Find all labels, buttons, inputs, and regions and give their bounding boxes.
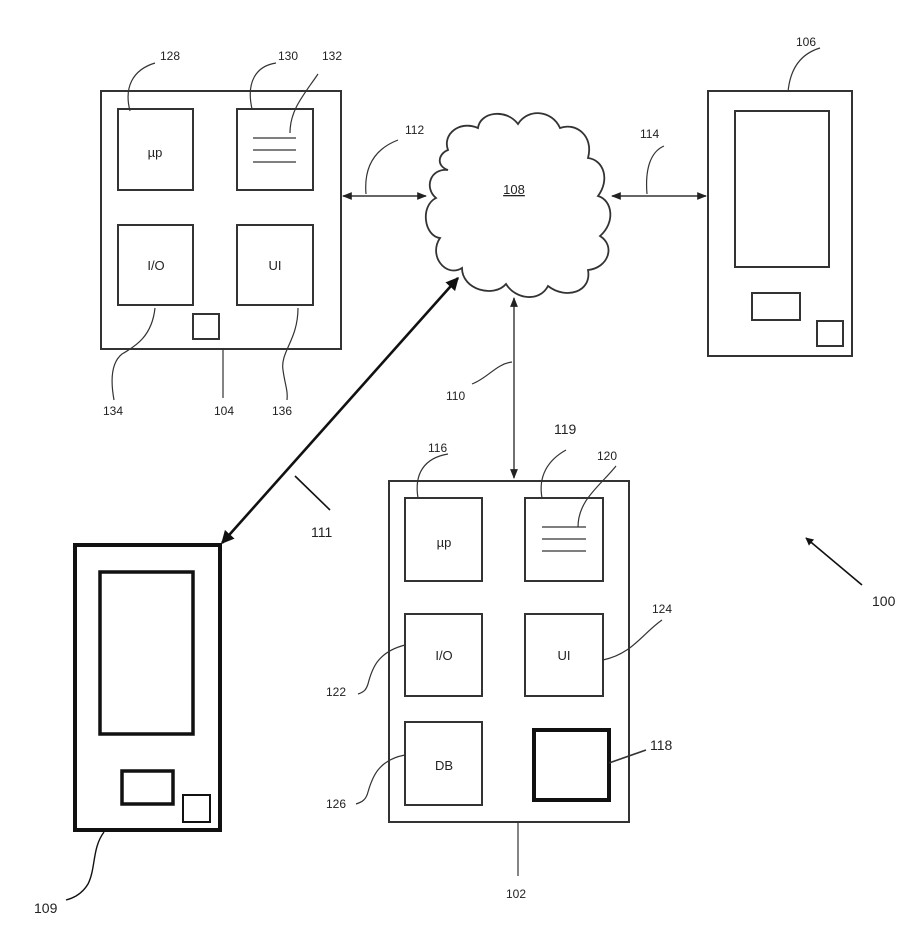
leader-112 [366,140,398,194]
server-cpu-text: µp [437,535,452,550]
device-b-screen [735,111,829,267]
network-cloud: 108 [426,113,611,297]
label-111: 111 [311,524,332,540]
label-124: 124 [652,602,672,616]
client-a-io-text: I/O [147,258,164,273]
client-a-device: µp I/O UI [101,91,341,349]
client-a-ui-text: UI [269,258,282,273]
device-b-small-square [817,321,843,346]
label-110: 110 [446,389,465,403]
client-a-cpu-text: µp [148,145,163,160]
server-device: µp I/O UI DB [389,481,629,822]
device-c-screen [100,572,193,734]
label-134: 134 [103,404,123,418]
label-122: 122 [326,685,346,699]
device-c-small-square [183,795,210,822]
leader-114 [647,146,664,194]
device-b [708,91,852,356]
label-118: 118 [650,737,673,753]
server-db-text: DB [435,758,453,773]
label-102: 102 [506,887,526,901]
label-106: 106 [796,35,816,49]
label-108: 108 [503,182,525,197]
device-c-button [122,771,173,804]
label-104: 104 [214,404,234,418]
label-128: 128 [160,49,180,63]
system-arrow [806,538,862,585]
label-126: 126 [326,797,346,811]
label-114: 114 [640,127,659,141]
leader-111 [295,476,330,510]
leader-106 [788,48,820,92]
label-120: 120 [597,449,617,463]
label-130: 130 [278,49,298,63]
label-116: 116 [428,441,447,455]
device-b-button [752,293,800,320]
label-136: 136 [272,404,292,418]
label-132: 132 [322,49,342,63]
server-component-box [534,730,609,800]
device-c [75,545,220,830]
client-a-small-square [193,314,219,339]
leader-109 [66,832,104,900]
label-112: 112 [405,123,424,137]
server-ui-text: UI [558,648,571,663]
server-io-text: I/O [435,648,452,663]
label-119: 119 [554,421,577,437]
label-109: 109 [34,900,58,916]
label-100: 100 [872,593,896,609]
leader-110 [472,362,512,384]
